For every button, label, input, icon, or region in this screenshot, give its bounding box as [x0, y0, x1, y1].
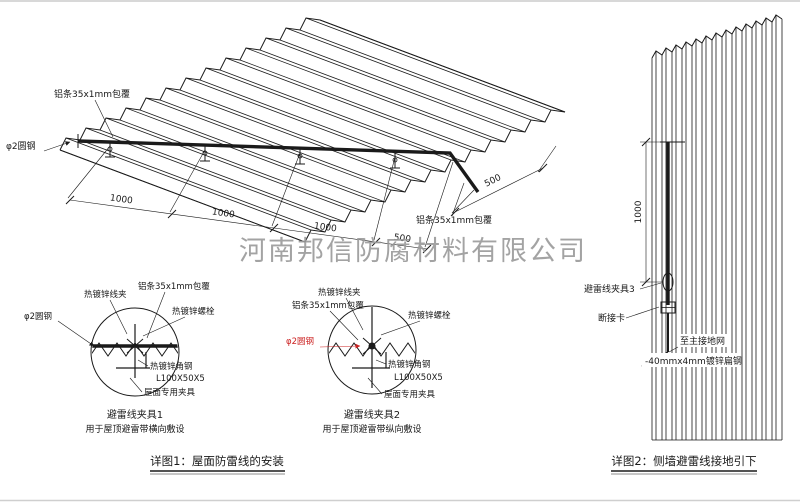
detail-2-strip-label: 铝条35x1mm包覆 [292, 300, 364, 311]
detail-2-angle-label: 热镀锌角钢 [388, 359, 431, 370]
label-background [642, 353, 740, 367]
figure-2-caption: 详图2：侧墙避雷线接地引下 [611, 454, 756, 468]
dim-line [69, 199, 428, 250]
company-watermark: 河南邦信防腐材料有限公司 [239, 236, 587, 267]
roof-front-profile-edge [304, 109, 566, 243]
detail-2-subtitle: 用于屋顶避雷带纵向敷设 [322, 423, 421, 435]
detail-1-angle-spec: L100X50X5 [156, 374, 205, 384]
detail-2-angle-steel [352, 352, 390, 369]
figure-captions: 详图1：屋面防雷线的安装 详图2：侧墙避雷线接地引下 [150, 454, 757, 475]
detail-1-angle-label: 热镀锌角钢 [150, 361, 193, 372]
detail-2-rod-label: φ2圆钢 [286, 336, 314, 347]
detail-1-leaders [109, 291, 186, 393]
wall-to-ground-label: 至主接地网 [680, 335, 725, 347]
leader-line [625, 306, 660, 319]
wall-clamp3-label: 避雷线夹具3 [584, 283, 635, 295]
label-background [677, 334, 731, 347]
roof-rod-label: φ2圆钢 [6, 140, 36, 152]
detail-1-clamp-label: 热镀锌线夹 [84, 289, 127, 300]
detail-1-bolt-label: 热镀锌螺栓 [172, 306, 215, 317]
detail-2-angle-spec: L100X50X5 [394, 373, 443, 383]
roof-strip-label-top: 铝条35x1mm包覆 [54, 88, 130, 100]
detail-1-rod-leader [57, 320, 95, 347]
detail-2-rod-leader [319, 343, 361, 349]
detail-2-wire-section [368, 342, 376, 350]
detail-2-title: 避雷线夹具2 [344, 408, 400, 421]
extension-lines [67, 145, 454, 248]
dim-label: 1000 [109, 193, 133, 206]
dim-ticks [65, 195, 432, 254]
detail-2-clamp-label: 热镀锌线夹 [318, 287, 361, 298]
lightning-wire [77, 139, 480, 193]
roof-isometric-drawing: 1000 1000 1000 500 500 铝条35x1mm包覆 φ2圆钢 铝… [6, 17, 566, 254]
dim-label: 1000 [211, 207, 235, 220]
wall-disconnect-label: 断接卡 [598, 312, 625, 324]
leader-line [668, 346, 679, 353]
wall-dimension: 1000 [634, 137, 666, 287]
detail-2-bolt-label: 热镀锌螺栓 [408, 310, 451, 321]
wall-flat-steel-label: -40mmx4mm镀锌扁钢 [645, 355, 742, 367]
wall-top-profile-edge [651, 14, 783, 59]
detail-1-strip-label: 铝条35x1mm包覆 [138, 281, 210, 292]
wall-dim-label: 1000 [634, 200, 644, 223]
detail-2-circle [327, 305, 417, 395]
wall-corrugation-lines [651, 15, 783, 440]
figure-1-caption: 详图1：屋面防雷线的安装 [150, 454, 284, 468]
detail-1-angle-steel [116, 352, 150, 369]
detail-1-clamp-cross [126, 338, 144, 354]
dim-label: 500 [393, 233, 412, 245]
dimension-chain: 1000 1000 1000 500 [65, 145, 454, 254]
detail-2-leaders [329, 297, 421, 395]
wall-drawing: 1000 避雷线夹具3 断接卡 至主接地网 -40mmx4mm镀锌扁钢 [584, 14, 783, 441]
detail-2-fixture-label: 屋面专用夹具 [384, 389, 436, 400]
dim-label: 1000 [313, 221, 337, 234]
leader-line [451, 182, 465, 217]
roof-back-profile-edge [59, 17, 321, 151]
leader-line [43, 141, 71, 152]
detail-1-title: 避雷线夹具1 [107, 408, 163, 421]
detail-2-clamp: 热镀锌线夹 铝条35x1mm包覆 热镀锌螺栓 φ2圆钢 热镀锌角钢 L100X5… [286, 287, 451, 435]
detail-1-rod-label: φ2圆钢 [24, 311, 52, 322]
wire-clamp-3 [295, 149, 305, 165]
leader-line [94, 99, 114, 138]
detail-1-clamp: 热镀锌线夹 铝条35x1mm包覆 热镀锌螺栓 φ2圆钢 热镀锌角钢 L100X5… [24, 281, 215, 435]
detail-1-subtitle: 用于屋顶避雷带横向敷设 [85, 423, 184, 435]
wire-clamp-1 [105, 142, 115, 158]
detail-1-circle [90, 307, 180, 397]
leader-line [639, 282, 662, 290]
detail-1-fixture-label: 屋面专用夹具 [144, 387, 196, 398]
roof-strip-label-right: 铝条35x1mm包覆 [416, 214, 492, 226]
